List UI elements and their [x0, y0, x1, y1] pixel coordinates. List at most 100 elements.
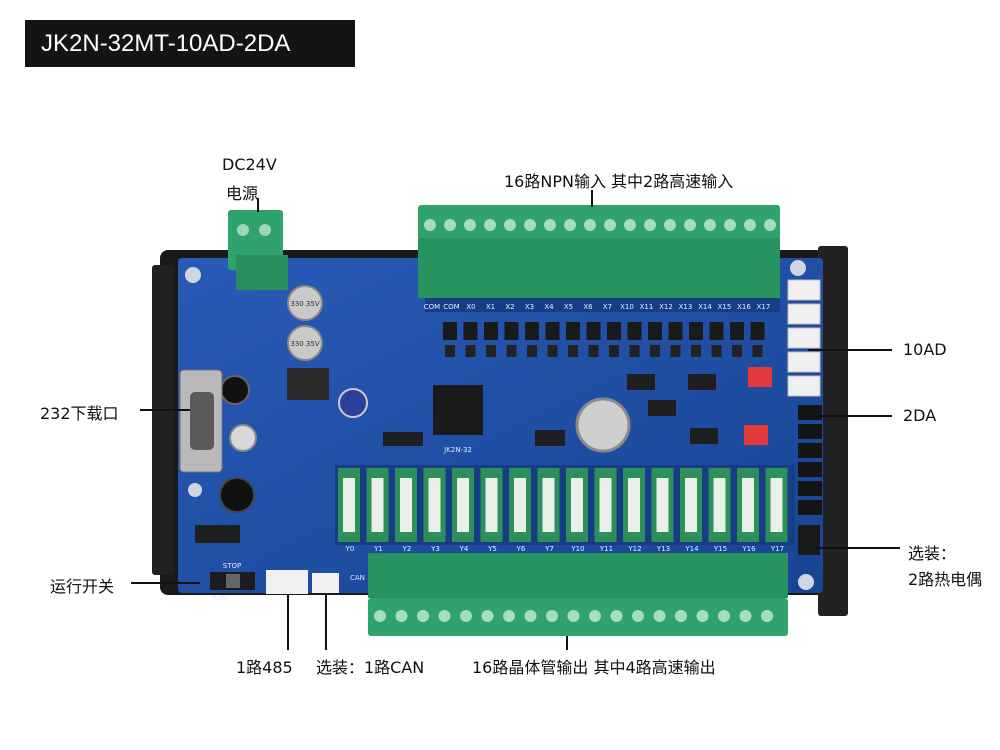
input-silk-label: COM: [424, 303, 440, 311]
cap2-silk: 330 35V: [290, 340, 319, 348]
input-silk-label: X14: [698, 303, 712, 311]
label-power-top: DC24V: [222, 155, 277, 174]
output-transistor-blocks: [338, 468, 788, 542]
buzzer: [219, 477, 255, 513]
output-screw: [653, 610, 666, 622]
output-screw: [374, 610, 386, 622]
model-silk: JK2N-32: [443, 446, 472, 454]
input-screw: [484, 219, 496, 231]
input-resistor: [732, 345, 742, 357]
input-silk-label: COM: [443, 303, 459, 311]
input-silk-label: X4: [544, 303, 554, 311]
output-silk-label: Y14: [684, 545, 699, 553]
input-resistor: [568, 345, 578, 357]
output-screw: [696, 610, 709, 622]
input-screw: [664, 219, 676, 231]
optocoupler: [607, 322, 621, 340]
output-silk-label: Y11: [599, 545, 613, 553]
output-silk-label: Y0: [345, 545, 355, 553]
ad-connector: [787, 351, 821, 373]
output-screw: [417, 610, 429, 622]
input-silk-row: [425, 298, 780, 312]
mount-screw-bl: [188, 483, 202, 497]
label-serial: 232下载口: [40, 404, 119, 423]
label-analog-in: 10AD: [903, 340, 947, 359]
input-resistor: [465, 345, 476, 357]
output-screw: [632, 610, 644, 622]
label-outputs: 16路晶体管输出 其中4路高速输出: [472, 658, 716, 677]
da-connector-2: [744, 425, 768, 445]
run-silk: RUN: [212, 594, 227, 602]
output-screw: [739, 610, 752, 622]
input-screw: [604, 219, 616, 231]
output-relay-face: [599, 478, 612, 532]
product-title: JK2N-32MT-10AD-2DA: [25, 20, 355, 67]
housing-rail-right: [818, 246, 848, 616]
capacitor-2: [287, 325, 323, 361]
input-silk-label: X16: [737, 303, 751, 311]
mount-screw-tr: [790, 260, 806, 276]
input-resistor: [691, 345, 701, 357]
output-relay-face: [713, 478, 726, 532]
output-silk-label: Y10: [570, 545, 584, 553]
output-terminal-base: [368, 553, 788, 598]
input-screw: [504, 219, 516, 231]
run-switch-knob: [226, 574, 240, 588]
input-screw: [464, 219, 476, 231]
thermocouple-header: [798, 525, 820, 555]
label-inputs: 16路NPN输入 其中2路高速输入: [504, 172, 734, 191]
output-silk-label: Y6: [516, 545, 526, 553]
input-screw: [764, 219, 776, 231]
label-rs485: 1路485: [236, 658, 293, 677]
input-resistor: [711, 345, 722, 357]
input-silk-label: X11: [640, 303, 654, 311]
input-screw: [744, 219, 756, 231]
ad-connector: [787, 279, 821, 301]
output-screws: [374, 610, 773, 622]
ic-5: [535, 430, 565, 446]
optocoupler: [648, 322, 662, 340]
output-silk-label: Y15: [713, 545, 727, 553]
input-resistor: [752, 345, 763, 357]
optocoupler: [545, 322, 560, 340]
ic-1: [627, 374, 655, 390]
output-screw: [524, 610, 537, 622]
input-screw: [524, 219, 536, 231]
output-screw: [761, 610, 773, 622]
da-header-pin: [798, 424, 822, 439]
da-header-pin: [798, 462, 822, 477]
optocoupler: [586, 322, 601, 340]
ic-6: [383, 432, 423, 446]
capacitor-3: [338, 388, 368, 418]
output-relay-face: [371, 478, 384, 532]
output-relay-face: [571, 478, 583, 532]
coin-battery: [575, 397, 631, 453]
input-resistor: [547, 345, 558, 357]
output-silk-label: Y3: [430, 545, 440, 553]
output-screw: [395, 610, 408, 622]
input-screw: [424, 219, 436, 231]
ad-connector: [787, 327, 821, 349]
input-screw: [444, 219, 456, 231]
optocoupler: [627, 322, 642, 340]
input-resistor: [445, 345, 455, 357]
ic-2: [688, 374, 716, 390]
optocoupler: [504, 322, 519, 340]
output-relay-face: [428, 478, 441, 532]
power-screw-2: [259, 224, 271, 236]
label-analog-out: 2DA: [903, 406, 937, 425]
input-silk-label: X7: [603, 303, 612, 311]
output-screw: [481, 610, 494, 622]
input-silk-label: X5: [564, 303, 573, 311]
input-screw: [544, 219, 556, 231]
output-silk-label: Y4: [459, 545, 469, 553]
optocoupler: [709, 322, 724, 340]
input-silk-label: X1: [486, 303, 495, 311]
input-silk-label: X3: [525, 303, 534, 311]
power-screw-1: [237, 224, 249, 236]
input-screws: [424, 219, 776, 231]
input-screw: [704, 219, 716, 231]
da-header-pin: [798, 481, 822, 496]
ic-7: [195, 525, 240, 543]
output-screw: [610, 610, 623, 622]
